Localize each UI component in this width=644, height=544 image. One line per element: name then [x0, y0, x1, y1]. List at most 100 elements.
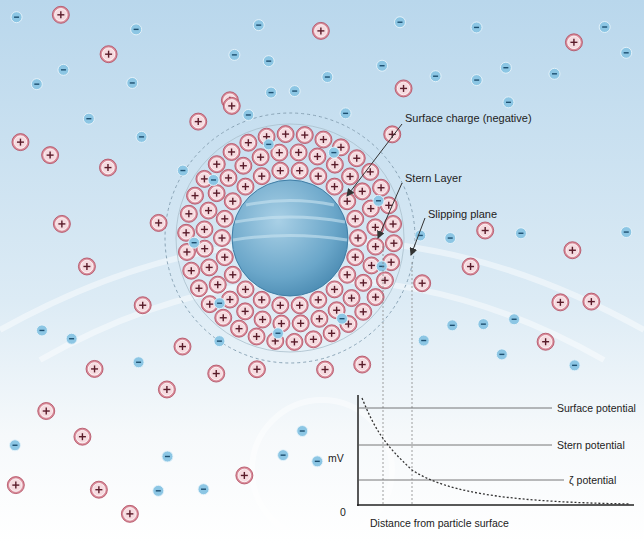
negative-ion: [177, 165, 188, 176]
callout-label: Slipping plane: [428, 208, 497, 221]
positive-ion: [190, 113, 207, 130]
positive-ion: [248, 361, 265, 378]
negative-ion: [376, 261, 387, 272]
positive-ion: [385, 235, 402, 252]
negative-ion: [373, 195, 384, 206]
negative-ion: [322, 72, 333, 83]
positive-ion: [477, 222, 494, 239]
positive-ion: [315, 131, 332, 148]
positive-ion: [180, 205, 197, 222]
stern-layer-boundary: [176, 124, 404, 352]
positive-ion: [272, 297, 289, 314]
positive-ion: [367, 219, 384, 236]
positive-ion: [42, 147, 59, 164]
negative-ion: [340, 108, 351, 119]
positive-ion: [354, 183, 371, 200]
negative-ion: [263, 139, 274, 150]
positive-ion: [224, 266, 241, 283]
positive-ion: [343, 290, 360, 307]
negative-ion: [621, 47, 632, 58]
negative-ion: [214, 336, 225, 347]
positive-ion: [253, 291, 270, 308]
negative-ion: [36, 325, 47, 336]
positive-ion: [74, 428, 91, 445]
negative-ion: [500, 62, 511, 73]
axis-origin: 0: [340, 506, 346, 519]
positive-ion: [237, 281, 254, 298]
positive-ion: [209, 276, 226, 293]
guide-lines: [383, 246, 412, 505]
positive-ion: [216, 249, 233, 266]
positive-ion: [354, 356, 371, 373]
positive-ion: [150, 214, 167, 231]
positive-ion: [100, 46, 117, 63]
negative-ion: [266, 87, 277, 98]
positive-ion: [254, 311, 271, 328]
negative-ion: [58, 64, 69, 75]
negative-ion: [503, 97, 514, 108]
negative-ion: [136, 131, 147, 142]
negative-ion: [214, 298, 225, 309]
positive-ion: [224, 193, 241, 210]
negative-ion: [599, 22, 610, 33]
positive-ion: [38, 403, 55, 420]
negative-ion: [337, 313, 348, 324]
positive-ion: [208, 365, 225, 382]
negative-ion: [66, 333, 77, 344]
negative-ion: [278, 450, 289, 461]
positive-ion: [12, 134, 29, 151]
positive-ion: [237, 178, 254, 195]
positive-ion: [223, 97, 240, 114]
positive-ion: [90, 481, 107, 498]
positive-ion: [231, 320, 248, 337]
negative-ion: [243, 109, 254, 120]
negative-ion: [131, 24, 142, 35]
negative-ion: [312, 456, 323, 467]
callout-label: Stern Layer: [405, 172, 462, 185]
positive-ion: [253, 168, 270, 185]
positive-ion: [187, 187, 204, 204]
negative-ion: [471, 75, 482, 86]
negative-ion: [445, 233, 456, 244]
positive-ion: [355, 274, 372, 291]
negative-ion: [263, 56, 274, 67]
positive-ion: [252, 149, 269, 166]
positive-ion: [286, 333, 303, 350]
axis-level-label: ζ potential: [569, 474, 616, 487]
positive-ion: [292, 315, 309, 332]
positive-ion: [78, 258, 95, 275]
negative-ion: [229, 49, 240, 60]
positive-ion: [277, 126, 294, 143]
negative-ion: [377, 60, 388, 71]
positive-ion: [190, 280, 207, 297]
positive-ion: [291, 162, 308, 179]
positive-ion: [200, 202, 217, 219]
negative-ion: [621, 227, 632, 238]
axis-level-label: Stern potential: [557, 439, 625, 452]
negative-ion: [127, 77, 138, 88]
positive-ion: [174, 338, 191, 355]
positive-ion: [339, 266, 356, 283]
positive-ion: [99, 159, 116, 176]
positive-ion: [53, 215, 70, 232]
negative-ion: [394, 17, 405, 28]
axis-unit: mV: [328, 452, 344, 465]
ions: [7, 6, 631, 522]
positive-ion: [223, 143, 240, 160]
axis-level-label: Surface potential: [557, 402, 636, 415]
positive-ion: [462, 258, 479, 275]
positive-ion: [248, 328, 265, 345]
positive-ion: [311, 310, 328, 327]
positive-ion: [236, 467, 253, 484]
negative-ion: [447, 320, 458, 331]
positive-ion: [347, 210, 364, 227]
negative-ion: [11, 12, 22, 23]
positive-ion: [326, 178, 343, 195]
positive-ion: [565, 34, 582, 51]
negative-ion: [509, 314, 520, 325]
positive-ion: [309, 148, 326, 165]
positive-ion: [414, 275, 431, 292]
positive-ion: [121, 505, 138, 522]
positive-ion: [552, 294, 569, 311]
positive-ion: [537, 333, 554, 350]
